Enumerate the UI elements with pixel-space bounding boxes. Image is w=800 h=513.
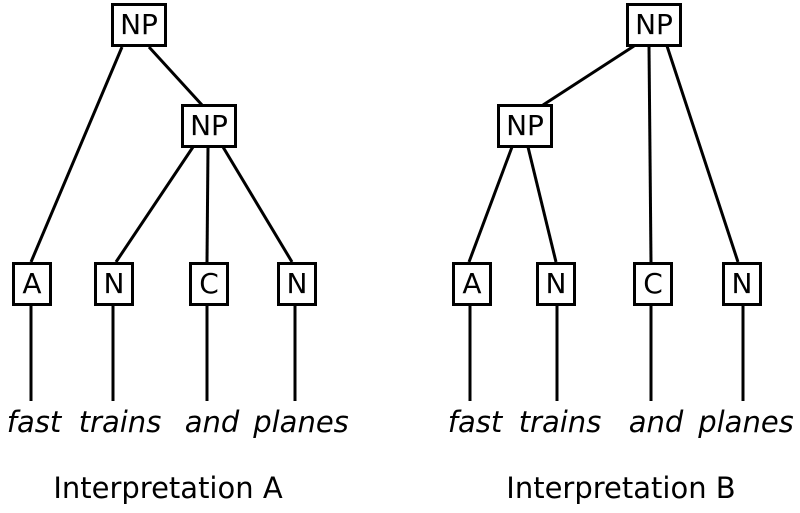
tree-a-word-trains: trains (78, 405, 162, 439)
tree-a-leaf-node-a: A (12, 262, 52, 306)
tree-b-leaf-node-n2: N (722, 262, 762, 306)
tree-b-leaf-node-a: A (452, 262, 492, 306)
tree-a-leaf-node-n1: N (94, 262, 134, 306)
tree-a-root-np-node: NP (111, 3, 167, 47)
tree-b-root-np-node: NP (626, 3, 682, 47)
edge-a-inner-to-c (205, 146, 210, 263)
tree-b-caption: Interpretation B (506, 471, 736, 505)
tree-a-word-fast: fast (6, 405, 62, 439)
tree-a-inner-np-node: NP (181, 104, 237, 148)
edge-a-inner-to-n1 (114, 146, 195, 263)
tree-a-leaf-node-n2: N (277, 262, 317, 306)
tree-b-word-and: and (628, 405, 684, 439)
tree-a-caption: Interpretation A (53, 471, 283, 505)
tree-b-leaf-node-c: C (633, 262, 673, 306)
edge-b-root-to-n2 (665, 45, 740, 263)
tree-b-word-fast: fast (447, 405, 503, 439)
edge-b-root-to-inner-np (542, 44, 635, 107)
edge-a-root-to-a (29, 46, 124, 263)
edge-b-root-to-c (647, 45, 653, 263)
edge-a-inner-to-n2 (221, 146, 294, 263)
tree-a-word-planes: planes (253, 405, 349, 439)
tree-a-leaf-node-c: C (189, 262, 229, 306)
tree-b-word-trains: trains (518, 405, 602, 439)
edge-b-inner-to-n1 (526, 146, 558, 263)
tree-b-word-planes: planes (698, 405, 794, 439)
tree-b-inner-np-node: NP (497, 104, 553, 148)
edge-a-root-to-inner-np (147, 45, 204, 107)
edge-b-inner-to-a (467, 146, 514, 263)
tree-a-word-and: and (184, 405, 240, 439)
tree-b-leaf-node-n1: N (536, 262, 576, 306)
